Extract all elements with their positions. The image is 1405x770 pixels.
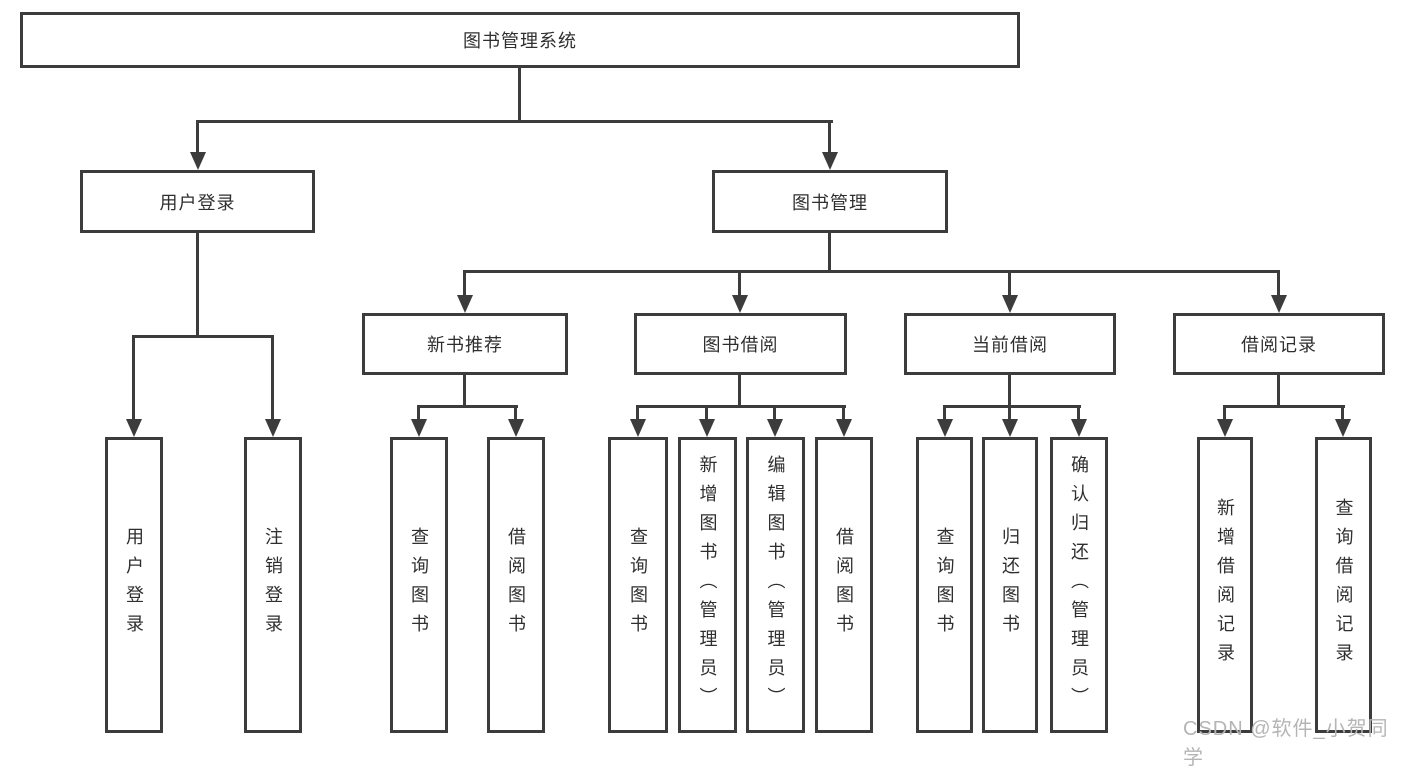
connector-line bbox=[705, 405, 708, 421]
connector-line bbox=[828, 233, 831, 273]
leaf-add-books-admin: 新增图书（管理员） bbox=[678, 437, 737, 733]
leaf-label: 编辑图书（管理员） bbox=[765, 454, 786, 716]
connector-line bbox=[1277, 270, 1280, 298]
leaf-user-login: 用户登录 bbox=[105, 437, 163, 733]
leaf-label: 查询图书 bbox=[628, 527, 648, 643]
arrow-down-icon bbox=[732, 295, 748, 313]
connector-line bbox=[943, 405, 1081, 408]
connector-line bbox=[417, 405, 518, 408]
node-book-management: 图书管理 bbox=[712, 170, 948, 233]
node-new-book-recommend: 新书推荐 bbox=[362, 313, 568, 375]
arrow-down-icon bbox=[1071, 419, 1087, 437]
leaf-query-books: 查询图书 bbox=[390, 437, 448, 733]
leaf-add-borrow-record: 新增借阅记录 bbox=[1197, 437, 1253, 733]
leaf-label: 借阅图书 bbox=[506, 527, 526, 643]
connector-line bbox=[514, 405, 517, 421]
connector-line bbox=[463, 270, 1280, 273]
node-borrow-records: 借阅记录 bbox=[1173, 313, 1385, 375]
node-user-login: 用户登录 bbox=[80, 170, 315, 233]
arrow-down-icon bbox=[126, 419, 142, 437]
leaf-label: 新增图书（管理员） bbox=[697, 454, 718, 716]
arrow-down-icon bbox=[822, 152, 838, 170]
connector-line bbox=[1008, 270, 1011, 298]
connector-line bbox=[842, 405, 845, 421]
leaf-label: 查询图书 bbox=[409, 527, 429, 643]
connector-line bbox=[1223, 405, 1226, 421]
arrow-down-icon bbox=[508, 419, 524, 437]
org-chart-canvas: 图书管理系统 用户登录 图书管理 新书推荐 图书借阅 当前借阅 借阅记录 用户登… bbox=[20, 12, 1388, 769]
connector-line bbox=[1277, 373, 1280, 408]
leaf-label: 新增借阅记录 bbox=[1215, 498, 1235, 672]
arrow-down-icon bbox=[767, 419, 783, 437]
connector-line bbox=[463, 270, 466, 298]
arrow-down-icon bbox=[411, 419, 427, 437]
node-current-borrow: 当前借阅 bbox=[904, 313, 1116, 375]
connector-line bbox=[1077, 405, 1080, 421]
leaf-query-borrow-record: 查询借阅记录 bbox=[1315, 437, 1372, 733]
leaf-label: 确认归还（管理员） bbox=[1069, 454, 1089, 716]
arrow-down-icon bbox=[1217, 419, 1233, 437]
arrow-down-icon bbox=[1002, 295, 1018, 313]
leaf-query-books: 查询图书 bbox=[608, 437, 668, 733]
leaf-confirm-return-admin: 确认归还（管理员） bbox=[1050, 437, 1108, 733]
connector-line bbox=[1008, 373, 1011, 408]
connector-line bbox=[271, 335, 274, 421]
leaf-label: 查询借阅记录 bbox=[1333, 498, 1354, 672]
leaf-label: 归还图书 bbox=[1000, 527, 1020, 643]
connector-line bbox=[943, 405, 946, 421]
leaf-return-books: 归还图书 bbox=[982, 437, 1038, 733]
connector-line bbox=[636, 405, 639, 421]
leaf-borrow-books: 借阅图书 bbox=[815, 437, 873, 733]
leaf-label: 用户登录 bbox=[124, 527, 144, 643]
arrow-down-icon bbox=[1271, 295, 1287, 313]
connector-line bbox=[1008, 405, 1011, 421]
leaf-label: 注销登录 bbox=[263, 527, 283, 643]
connector-line bbox=[1341, 405, 1344, 421]
connector-line bbox=[132, 335, 135, 421]
arrow-down-icon bbox=[265, 419, 281, 437]
node-book-borrow: 图书借阅 bbox=[634, 313, 847, 375]
arrow-down-icon bbox=[836, 419, 852, 437]
arrow-down-icon bbox=[457, 295, 473, 313]
connector-line bbox=[773, 405, 776, 421]
connector-line bbox=[417, 405, 420, 421]
arrow-down-icon bbox=[1335, 419, 1351, 437]
leaf-label: 查询图书 bbox=[934, 527, 955, 643]
arrow-down-icon bbox=[190, 152, 206, 170]
leaf-label: 借阅图书 bbox=[834, 527, 854, 643]
connector-line bbox=[132, 335, 274, 338]
connector-line bbox=[196, 120, 833, 123]
arrow-down-icon bbox=[937, 419, 953, 437]
connector-line bbox=[1223, 405, 1345, 408]
leaf-query-books: 查询图书 bbox=[916, 437, 973, 733]
watermark: CSDN @软件_小贺同学 bbox=[1183, 718, 1389, 769]
connector-line bbox=[738, 270, 741, 298]
leaf-logout: 注销登录 bbox=[244, 437, 302, 733]
arrow-down-icon bbox=[630, 419, 646, 437]
arrow-down-icon bbox=[699, 419, 715, 437]
leaf-borrow-books: 借阅图书 bbox=[487, 437, 545, 733]
leaf-edit-books-admin: 编辑图书（管理员） bbox=[746, 437, 805, 733]
connector-line bbox=[196, 233, 199, 338]
connector-line bbox=[828, 120, 831, 156]
arrow-down-icon bbox=[1002, 419, 1018, 437]
connector-line bbox=[636, 405, 846, 408]
connector-line bbox=[196, 120, 199, 156]
node-root: 图书管理系统 bbox=[20, 12, 1020, 68]
connector-line bbox=[738, 373, 741, 408]
connector-line bbox=[518, 68, 521, 122]
connector-line bbox=[463, 373, 466, 408]
